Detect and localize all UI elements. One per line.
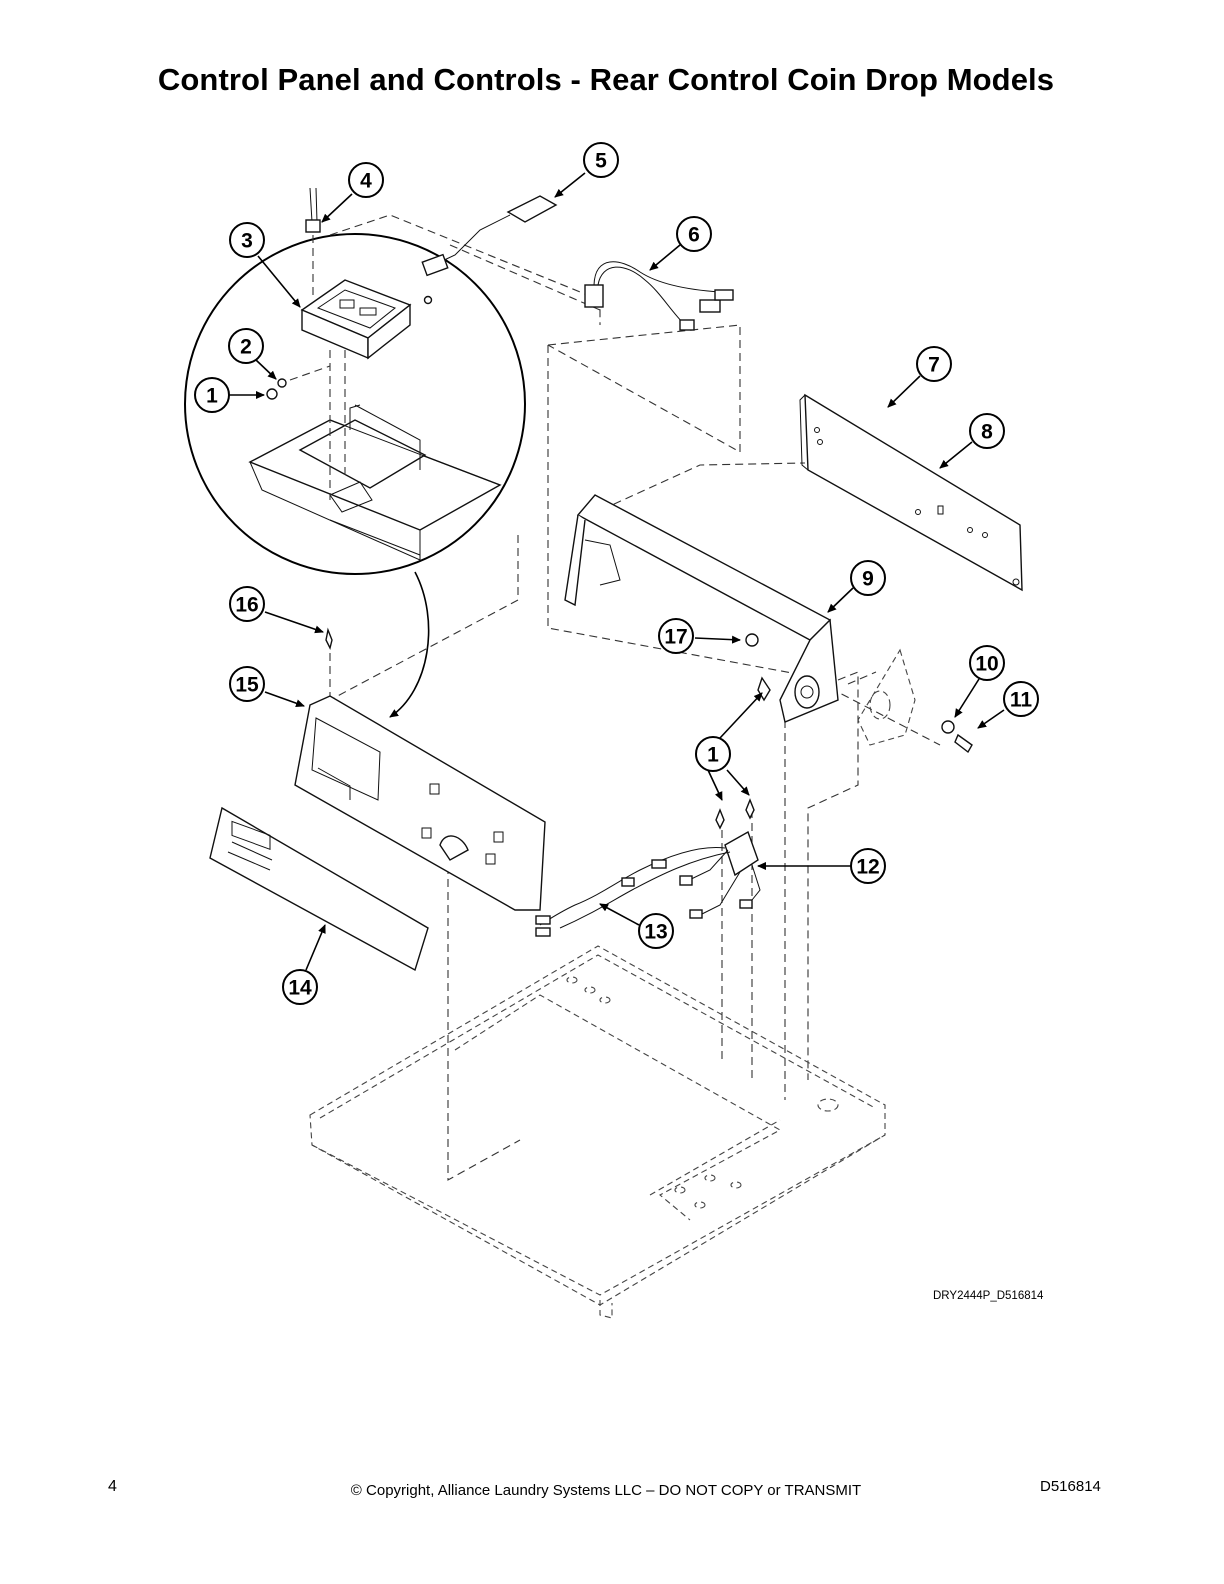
cabinet-top-outline (309, 945, 886, 1319)
svg-text:3: 3 (241, 230, 253, 253)
callout-2: 2 (228, 328, 264, 364)
svg-text:16: 16 (235, 594, 258, 617)
svg-text:10: 10 (975, 653, 998, 676)
callout-15: 15 (229, 666, 265, 702)
callout-16: 16 (229, 586, 265, 622)
svg-text:8: 8 (981, 421, 993, 444)
svg-text:17: 17 (664, 626, 687, 649)
svg-text:6: 6 (688, 224, 700, 247)
overlay-14 (209, 806, 429, 972)
page-number: 4 (108, 1478, 117, 1495)
callout-17: 17 (658, 618, 694, 654)
callout-13: 13 (638, 913, 674, 949)
svg-text:2: 2 (240, 336, 252, 359)
callout-12: 12 (850, 848, 886, 884)
callout-1b: 1 (695, 736, 731, 772)
assembly-guide-lines (329, 214, 941, 1181)
callout-1: 1 (194, 377, 230, 413)
callout-6: 6 (676, 216, 712, 252)
leader-lines (229, 172, 1005, 971)
harness-5 (421, 195, 558, 277)
svg-text:15: 15 (235, 674, 259, 697)
dashed-bracket (857, 648, 973, 754)
copyright-notice: © Copyright, Alliance Laundry Systems LL… (350, 1482, 862, 1499)
svg-text:13: 13 (644, 921, 667, 944)
svg-text:12: 12 (856, 856, 879, 879)
svg-text:7: 7 (928, 354, 940, 377)
callout-11: 11 (1003, 681, 1039, 717)
svg-text:5: 5 (595, 150, 607, 173)
callout-10: 10 (969, 645, 1005, 681)
detail-pointer-arrow (389, 571, 430, 718)
harness-6 (584, 261, 734, 331)
svg-text:1: 1 (206, 385, 218, 408)
svg-text:9: 9 (862, 568, 874, 591)
callout-7: 7 (916, 346, 952, 382)
page-title: Control Panel and Controls - Rear Contro… (157, 62, 1055, 97)
front-panel-15 (294, 695, 546, 911)
rear-panel-8 (799, 393, 1023, 592)
callout-5: 5 (583, 142, 619, 178)
callout-3: 3 (229, 222, 265, 258)
console-frame-9 (564, 494, 839, 723)
figure-code: DRY2444P_D516814 (933, 1290, 1044, 1302)
callout-4: 4 (348, 162, 384, 198)
callout-14: 14 (282, 969, 318, 1005)
callout-8: 8 (969, 413, 1005, 449)
document-number: D516814 (1040, 1478, 1101, 1495)
detail-magnifier (184, 187, 526, 575)
svg-text:14: 14 (288, 977, 312, 1000)
svg-text:4: 4 (360, 170, 372, 193)
svg-text:1: 1 (707, 744, 719, 767)
callout-9: 9 (850, 560, 886, 596)
harness-12-13 (325, 627, 761, 937)
svg-text:11: 11 (1010, 689, 1033, 712)
